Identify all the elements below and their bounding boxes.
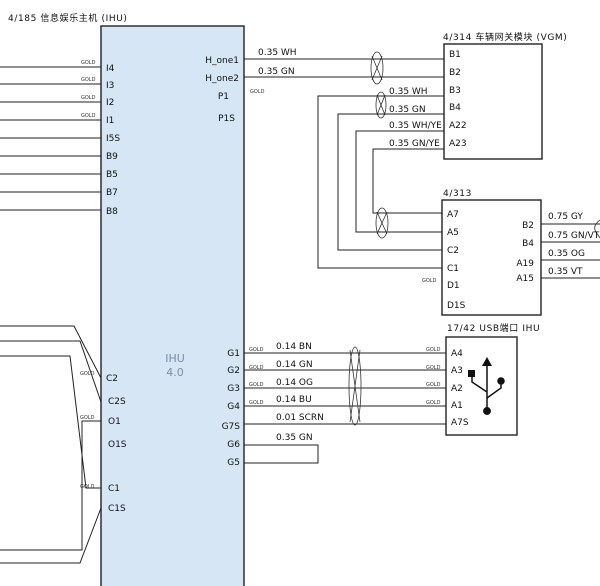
gold-tag: GOLD bbox=[81, 95, 96, 101]
ihu-pin-b5: B5 bbox=[106, 170, 118, 180]
ihu-pin-g1: G1 bbox=[227, 349, 240, 359]
conn313-pin-c1: C1 bbox=[447, 264, 459, 274]
ihu-pin-i1: I1 bbox=[106, 116, 114, 126]
wire-label: 0.35 GN bbox=[389, 105, 426, 115]
ihu-pin-o1s: O1S bbox=[108, 440, 127, 450]
conn313-title: 4/313 bbox=[443, 189, 472, 199]
conn313-pin-c2: C2 bbox=[447, 246, 459, 256]
gold-tag: GOLD bbox=[80, 415, 95, 421]
conn313-pin-d1s: D1S bbox=[447, 301, 466, 311]
gold-tag: GOLD bbox=[249, 400, 264, 406]
conn313-pin-a19: A19 bbox=[516, 259, 534, 269]
wire-ihu-vgm bbox=[244, 51, 444, 85]
ihu-pin-b8: B8 bbox=[106, 207, 118, 217]
usb-pin-a7s: A7S bbox=[451, 418, 469, 428]
usb-icon bbox=[468, 357, 505, 415]
ihu-pin-i2: I2 bbox=[106, 98, 114, 108]
gold-tag: GOLD bbox=[80, 484, 95, 490]
gold-tag: GOLD bbox=[81, 113, 96, 119]
wire-label: 0.01 SCRN bbox=[276, 413, 324, 423]
ihu-box bbox=[100, 25, 245, 586]
wire-label: 0.75 GN/VT bbox=[548, 231, 600, 241]
left-feed-wires bbox=[0, 66, 102, 564]
ihu-pin-i4: I4 bbox=[106, 64, 115, 74]
gold-tag: GOLD bbox=[249, 365, 264, 371]
wire-label: 0.14 BN bbox=[276, 342, 312, 352]
conn313-pin-d1: D1 bbox=[447, 281, 460, 291]
ihu-pin-o1: O1 bbox=[108, 417, 121, 427]
ihu-pin-g7s: G7S bbox=[222, 422, 241, 432]
wire-label: 0.35 GN bbox=[258, 67, 295, 77]
usb-pin-a3: A3 bbox=[451, 366, 463, 376]
ihu-title: 4/185 信息娱乐主机 (IHU) bbox=[8, 12, 128, 24]
wire-label: 0.14 GN bbox=[276, 360, 313, 370]
wire-label: 0.35 WH bbox=[389, 87, 428, 97]
usb-title: 17/42 USB端口 IHU bbox=[447, 322, 540, 334]
wire-label: 0.35 OG bbox=[548, 249, 585, 259]
vgm-pin-b2: B2 bbox=[449, 68, 461, 78]
wire-label: 0.14 BU bbox=[276, 395, 312, 405]
gold-tag: GOLD bbox=[426, 365, 441, 371]
gold-tag: GOLD bbox=[80, 371, 95, 377]
vgm-pin-b1: B1 bbox=[449, 50, 461, 60]
ihu-pin-g5: G5 bbox=[227, 458, 240, 468]
ihu-pin-g6: G6 bbox=[227, 440, 240, 450]
usb-box bbox=[445, 336, 518, 436]
ihu-center-sub: 4.0 bbox=[166, 366, 184, 379]
conn313-pin-a15: A15 bbox=[516, 274, 534, 284]
wire-label: 0.35 WH bbox=[258, 48, 297, 58]
ihu-pin-g2: G2 bbox=[227, 366, 240, 376]
gold-tag: GOLD bbox=[426, 347, 441, 353]
conn313-pin-b2: B2 bbox=[522, 221, 534, 231]
vgm-box bbox=[443, 43, 543, 160]
wire-vgm-313 bbox=[317, 91, 444, 269]
gold-tag: GOLD bbox=[249, 382, 264, 388]
vgm-pin-a22: A22 bbox=[449, 121, 467, 131]
vgm-pin-b4: B4 bbox=[449, 103, 461, 113]
gold-tag: GOLD bbox=[422, 278, 437, 284]
ihu-pin-i5s: I5S bbox=[106, 134, 120, 144]
conn313-pin-a7: A7 bbox=[447, 210, 459, 220]
conn313-pin-b4: B4 bbox=[522, 239, 534, 249]
ihu-pin-g3: G3 bbox=[227, 384, 240, 394]
ihu-pin-c2: C2 bbox=[106, 374, 118, 384]
usb-pin-a1: A1 bbox=[451, 401, 463, 411]
wire-g6-g5-loop bbox=[244, 444, 319, 464]
vgm-pin-a23: A23 bbox=[449, 139, 467, 149]
usb-pin-a4: A4 bbox=[451, 349, 463, 359]
ihu-pin-b7: B7 bbox=[106, 188, 118, 198]
gold-tag: GOLD bbox=[426, 382, 441, 388]
wire-label: 0.35 GN/YE bbox=[389, 139, 440, 149]
vgm-title: 4/314 车辆网关模块 (VGM) bbox=[443, 31, 567, 43]
ihu-center-label: IHU bbox=[165, 352, 185, 365]
wire-313-out bbox=[541, 219, 600, 279]
wire-label: 0.75 GY bbox=[548, 212, 583, 222]
wire-label: 0.14 OG bbox=[276, 378, 313, 388]
ihu-pin-g4: G4 bbox=[227, 402, 240, 412]
ihu-pin-c1: C1 bbox=[108, 484, 120, 494]
ihu-pin-p1: P1 bbox=[218, 92, 229, 102]
conn313-pin-a5: A5 bbox=[447, 228, 459, 238]
ihu-pin-c1s: C1S bbox=[108, 504, 126, 514]
gold-tag: GOLD bbox=[250, 89, 265, 95]
usb-pin-a2: A2 bbox=[451, 384, 463, 394]
ihu-pin-i3: I3 bbox=[106, 81, 114, 91]
ihu-pin-p1s: P1S bbox=[218, 114, 235, 124]
wire-label: 0.35 WH/YE bbox=[389, 121, 442, 131]
gold-tag: GOLD bbox=[81, 77, 96, 83]
conn313-box bbox=[441, 199, 542, 316]
ihu-pin-h-one1: H_one1 bbox=[205, 56, 239, 66]
wire-label: 0.35 GN bbox=[276, 433, 313, 443]
wire-ihu-usb bbox=[244, 346, 446, 426]
gold-tag: GOLD bbox=[81, 60, 96, 66]
wire-label: 0.35 VT bbox=[548, 267, 583, 277]
ihu-pin-h-one2: H_one2 bbox=[205, 74, 239, 84]
vgm-pin-b3: B3 bbox=[449, 86, 461, 96]
ihu-pin-c2s: C2S bbox=[108, 397, 126, 407]
gold-tag: GOLD bbox=[249, 347, 264, 353]
ihu-pin-b9: B9 bbox=[106, 152, 118, 162]
gold-tag: GOLD bbox=[426, 400, 441, 406]
